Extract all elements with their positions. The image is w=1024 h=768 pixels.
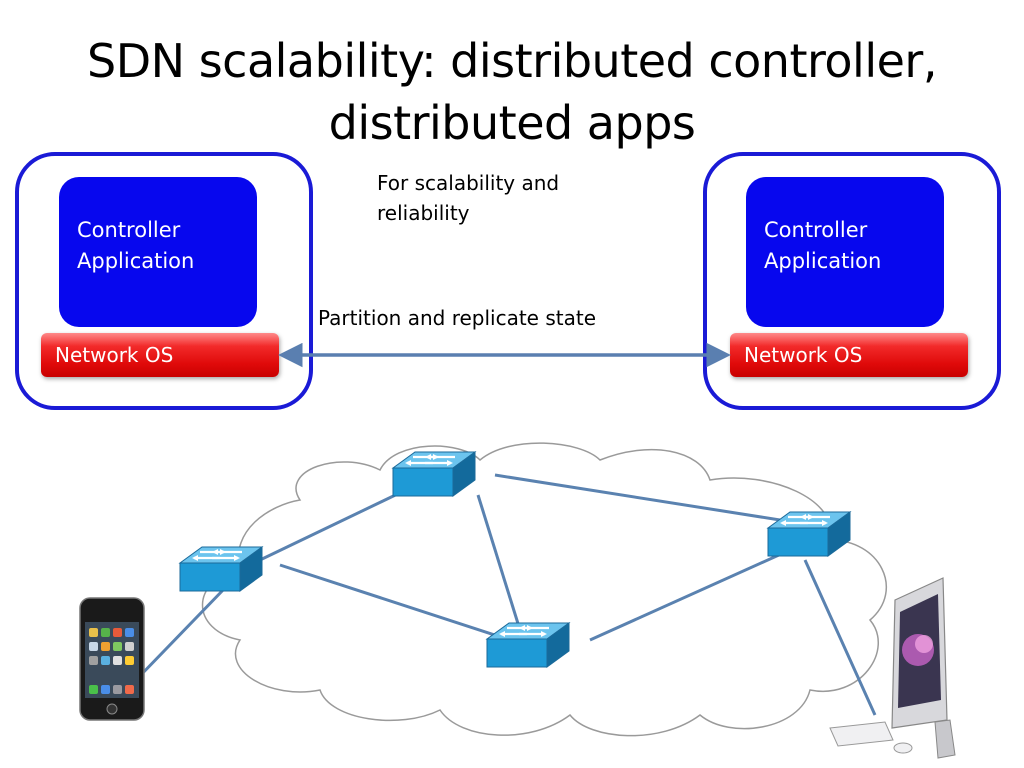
switch-icon	[391, 450, 477, 498]
network-links	[134, 473, 877, 716]
network-os-right: Network OS	[730, 333, 968, 377]
app-label-line-1: Controller	[764, 218, 868, 242]
note-line-2: reliability	[377, 201, 470, 225]
app-label-line-2: Application	[764, 249, 882, 273]
title-line-1: SDN scalability: distributed controller,	[87, 34, 937, 88]
arrow-label: Partition and replicate state	[318, 306, 597, 330]
app-label-line-2: Application	[77, 249, 195, 273]
desktop-computer-icon	[829, 577, 956, 759]
switch-icon	[766, 510, 852, 558]
controller-app-left: Controller Application	[59, 177, 257, 327]
slide-title: SDN scalability: distributed controller,…	[0, 30, 1024, 154]
network-os-left: Network OS	[41, 333, 279, 377]
switch-icon	[178, 545, 264, 593]
app-label-line-1: Controller	[77, 218, 181, 242]
cloud-icon	[201, 442, 888, 737]
controller-frame-right	[703, 152, 1001, 410]
scalability-note: For scalability and reliability	[377, 168, 559, 228]
switch-icon	[485, 621, 571, 669]
phone-icon	[79, 597, 145, 721]
controller-app-right: Controller Application	[746, 177, 944, 327]
title-line-2: distributed apps	[328, 96, 696, 150]
note-line-1: For scalability and	[377, 171, 560, 195]
controller-frame-left	[15, 152, 313, 410]
